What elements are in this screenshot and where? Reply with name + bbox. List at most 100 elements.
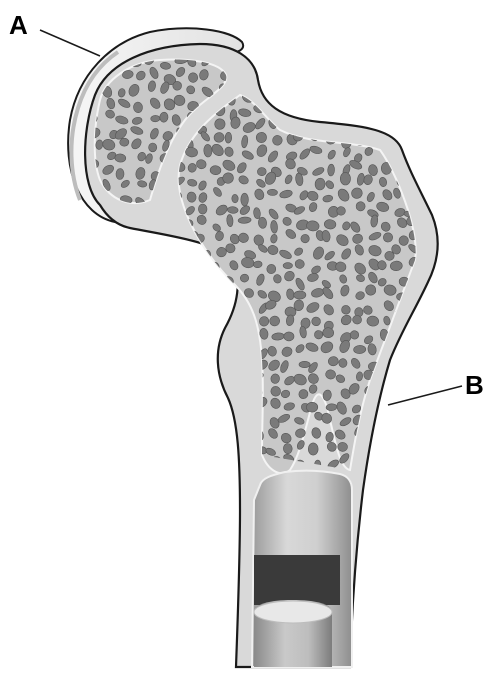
trabecular-space: [195, 442, 206, 454]
trabecular-space: [170, 340, 181, 353]
trabecular-space: [197, 346, 210, 360]
trabecular-space: [395, 444, 408, 457]
trabecular-space: [271, 90, 284, 103]
trabecular-space: [187, 439, 201, 449]
trabecular-space: [181, 344, 195, 356]
trabecular-space: [203, 276, 212, 286]
trabecular-space: [207, 401, 222, 416]
trabecular-space: [181, 328, 195, 343]
leader-line-a: [40, 30, 100, 56]
trabecular-space: [183, 457, 195, 467]
trabecular-space: [407, 95, 416, 108]
trabecular-space: [376, 118, 390, 129]
trabecular-space: [382, 418, 392, 426]
trabecular-space: [291, 87, 306, 103]
trabecular-space: [394, 386, 404, 397]
trabecular-space: [365, 90, 376, 99]
trabecular-space: [226, 292, 235, 302]
trabecular-space: [391, 375, 404, 387]
trabecular-space: [404, 360, 417, 373]
trabecular-space: [323, 107, 335, 120]
trabecular-space: [411, 160, 422, 170]
trabecular-space: [224, 440, 238, 455]
trabecular-space: [408, 343, 421, 357]
trabecular-space: [211, 417, 222, 430]
trabecular-space: [404, 326, 418, 340]
trabecular-space: [197, 425, 212, 439]
trabecular-space: [210, 277, 221, 286]
trabecular-space: [411, 119, 423, 132]
trabecular-space: [181, 307, 192, 317]
trabecular-space: [196, 400, 207, 411]
trabecular-space: [394, 427, 409, 442]
trabecular-space: [408, 130, 421, 143]
trabecular-space: [171, 302, 179, 314]
trabecular-space: [167, 354, 182, 367]
trabecular-space: [201, 417, 213, 429]
trabecular-space: [222, 424, 236, 438]
trabecular-space: [391, 106, 405, 119]
marrow-dark-band: [254, 555, 340, 605]
trabecular-space: [404, 466, 419, 480]
trabecular-space: [208, 305, 221, 314]
trabecular-space: [232, 194, 239, 203]
trabecular-space: [380, 441, 396, 457]
trabecular-space: [183, 250, 197, 261]
trabecular-space: [410, 385, 419, 393]
trabecular-space: [410, 424, 423, 435]
trabecular-space: [284, 96, 295, 107]
label-b: B: [465, 372, 484, 398]
trabecular-space: [364, 103, 373, 113]
trabecular-space: [381, 398, 391, 409]
trabecular-space: [369, 454, 381, 466]
trabecular-space: [391, 90, 406, 105]
trabecular-space: [294, 291, 306, 299]
trabecular-space: [380, 94, 388, 104]
trabecular-space: [179, 415, 194, 430]
trabecular-space: [411, 446, 420, 457]
trabecular-space: [169, 317, 184, 333]
trabecular-space: [397, 356, 408, 368]
marrow-tube-opening: [254, 601, 332, 623]
trabecular-space: [210, 165, 221, 175]
trabecular-space: [340, 172, 350, 185]
trabecular-space: [151, 115, 161, 122]
trabecular-space: [308, 443, 318, 455]
trabecular-space: [354, 92, 368, 105]
trabecular-space: [196, 321, 206, 331]
trabecular-space: [183, 360, 193, 370]
trabecular-space: [228, 456, 239, 470]
trabecular-space: [168, 246, 179, 261]
trabecular-space: [181, 373, 192, 383]
trabecular-space: [381, 460, 394, 470]
trabecular-space: [241, 193, 249, 206]
trabecular-space: [180, 261, 193, 271]
label-a: A: [9, 12, 28, 38]
trabecular-space: [116, 168, 125, 179]
trabecular-space: [168, 286, 180, 298]
trabecular-space: [166, 467, 178, 480]
trabecular-space: [411, 411, 421, 423]
trabecular-space: [198, 204, 207, 214]
trabecular-space: [119, 138, 129, 146]
trabecular-space: [392, 474, 404, 485]
trabecular-space: [378, 109, 390, 122]
trabecular-space: [322, 89, 332, 101]
trabecular-space: [267, 189, 277, 196]
trabecular-space: [354, 100, 369, 116]
trabecular-space: [184, 471, 198, 486]
trabecular-space: [199, 370, 209, 382]
trabecular-space: [185, 428, 197, 439]
trabecular-space: [212, 424, 224, 438]
trabecular-space: [166, 367, 179, 382]
trabecular-space: [337, 442, 347, 452]
trabecular-space: [393, 458, 408, 473]
trabecular-space: [197, 333, 207, 345]
trabecular-space: [198, 458, 211, 470]
leader-line-b: [388, 386, 462, 405]
trabecular-space: [174, 459, 184, 471]
trabecular-space: [196, 388, 210, 403]
trabecular-space: [395, 403, 408, 416]
trabecular-space: [310, 92, 323, 105]
